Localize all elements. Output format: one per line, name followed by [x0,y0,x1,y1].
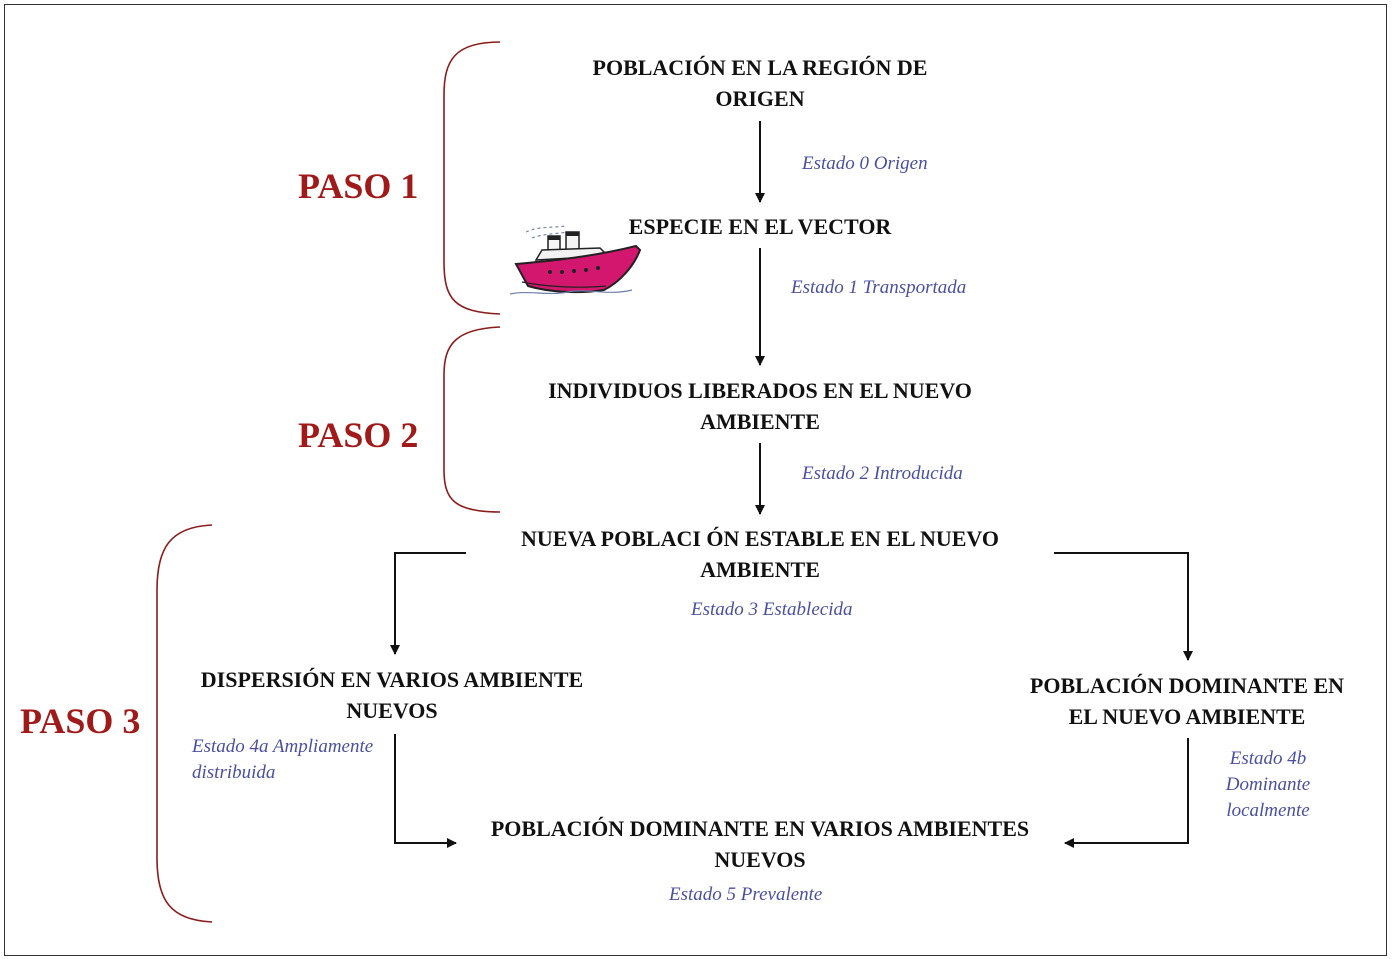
arrow-established-to-dominant-local [1054,552,1193,661]
node-established: NUEVA POBLACI ÓN ESTABLE EN EL NUEVO AMB… [521,526,999,582]
ship-icon [509,225,642,295]
node-vector: ESPECIE EN EL VECTOR [628,214,892,239]
node-dominant-multi: POBLACIÓN DOMINANTE EN VARIOS AMBIENTES … [490,816,1030,872]
arrow-dominant-local-to-dominant-multi [1064,738,1189,848]
arrow-dispersion-to-dominant-multi [394,734,457,848]
step-label-paso-2: PASO 2 [298,415,419,455]
node-released: INDIVIDUOS LIBERADOS EN EL NUEVO AMBIENT… [548,378,972,434]
arrow-established-to-dispersion [390,552,466,655]
node-dominant-local: POBLACIÓN DOMINANTE EN EL NUEVO AMBIENTE [1029,673,1345,729]
state-label-4b: Estado 4b Dominante localmente [1225,748,1311,821]
step-label-paso-1: PASO 1 [298,166,419,206]
state-label-4a: Estado 4a Ampliamente distribuida [192,736,374,783]
brace-paso-1 [443,41,501,315]
node-dispersion: DISPERSIÓN EN VARIOS AMBIENTE NUEVOS [200,667,584,723]
step-label-paso-3: PASO 3 [20,701,141,741]
diagram-frame [4,4,1387,956]
brace-paso-3 [156,524,213,923]
node-origin: POBLACIÓN EN LA REGIÓN DE ORIGEN [592,55,928,111]
brace-paso-2 [443,326,501,513]
state-label-5: Estado 5 Prevalente [669,884,823,905]
state-label-0: Estado 0 Origen [802,153,928,174]
state-label-2: Estado 2 Introducida [802,463,963,484]
state-label-1: Estado 1 Transportada [791,277,967,298]
state-label-3: Estado 3 Establecida [691,599,853,620]
